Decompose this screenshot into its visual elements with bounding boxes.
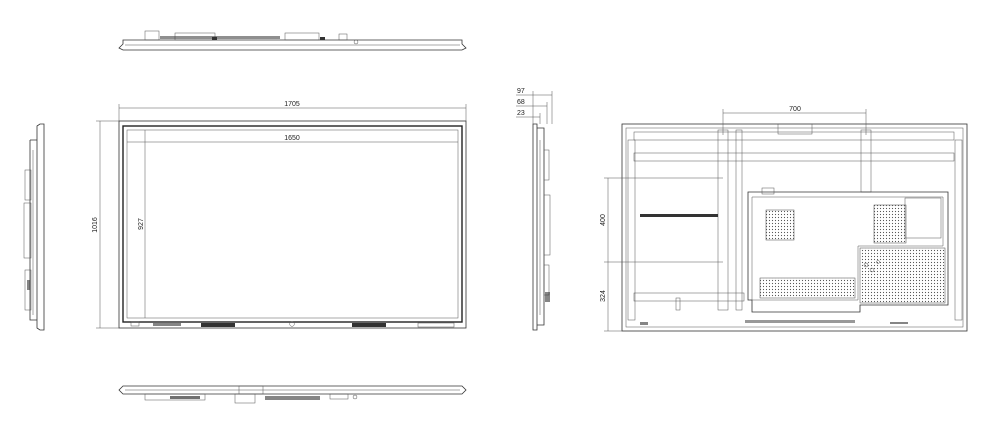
dim-vesa-horizontal: 700 — [789, 106, 801, 113]
dim-overall-width: 1705 — [284, 101, 300, 108]
rear-dimensions: 700 400 324 — [600, 106, 867, 332]
dim-depth-mid: 68 — [517, 99, 525, 106]
top-view — [118, 30, 467, 51]
dim-vesa-vertical: 400 — [600, 214, 607, 226]
dim-depth-panel: 23 — [517, 110, 525, 117]
rear-view — [621, 123, 968, 332]
dim-active-width: 1650 — [284, 135, 300, 142]
dim-mount-offset: 324 — [600, 290, 607, 302]
dim-overall-height: 1016 — [92, 217, 99, 233]
front-view — [118, 120, 467, 329]
dim-active-height: 927 — [138, 218, 145, 230]
right-side-view — [532, 123, 551, 331]
depth-dimensions: 97 68 23 — [516, 88, 553, 124]
bottom-view — [118, 385, 467, 404]
left-side-view — [23, 123, 45, 331]
dim-depth-total: 97 — [517, 88, 525, 95]
front-dimensions: 1705 1650 1016 927 — [92, 101, 467, 329]
